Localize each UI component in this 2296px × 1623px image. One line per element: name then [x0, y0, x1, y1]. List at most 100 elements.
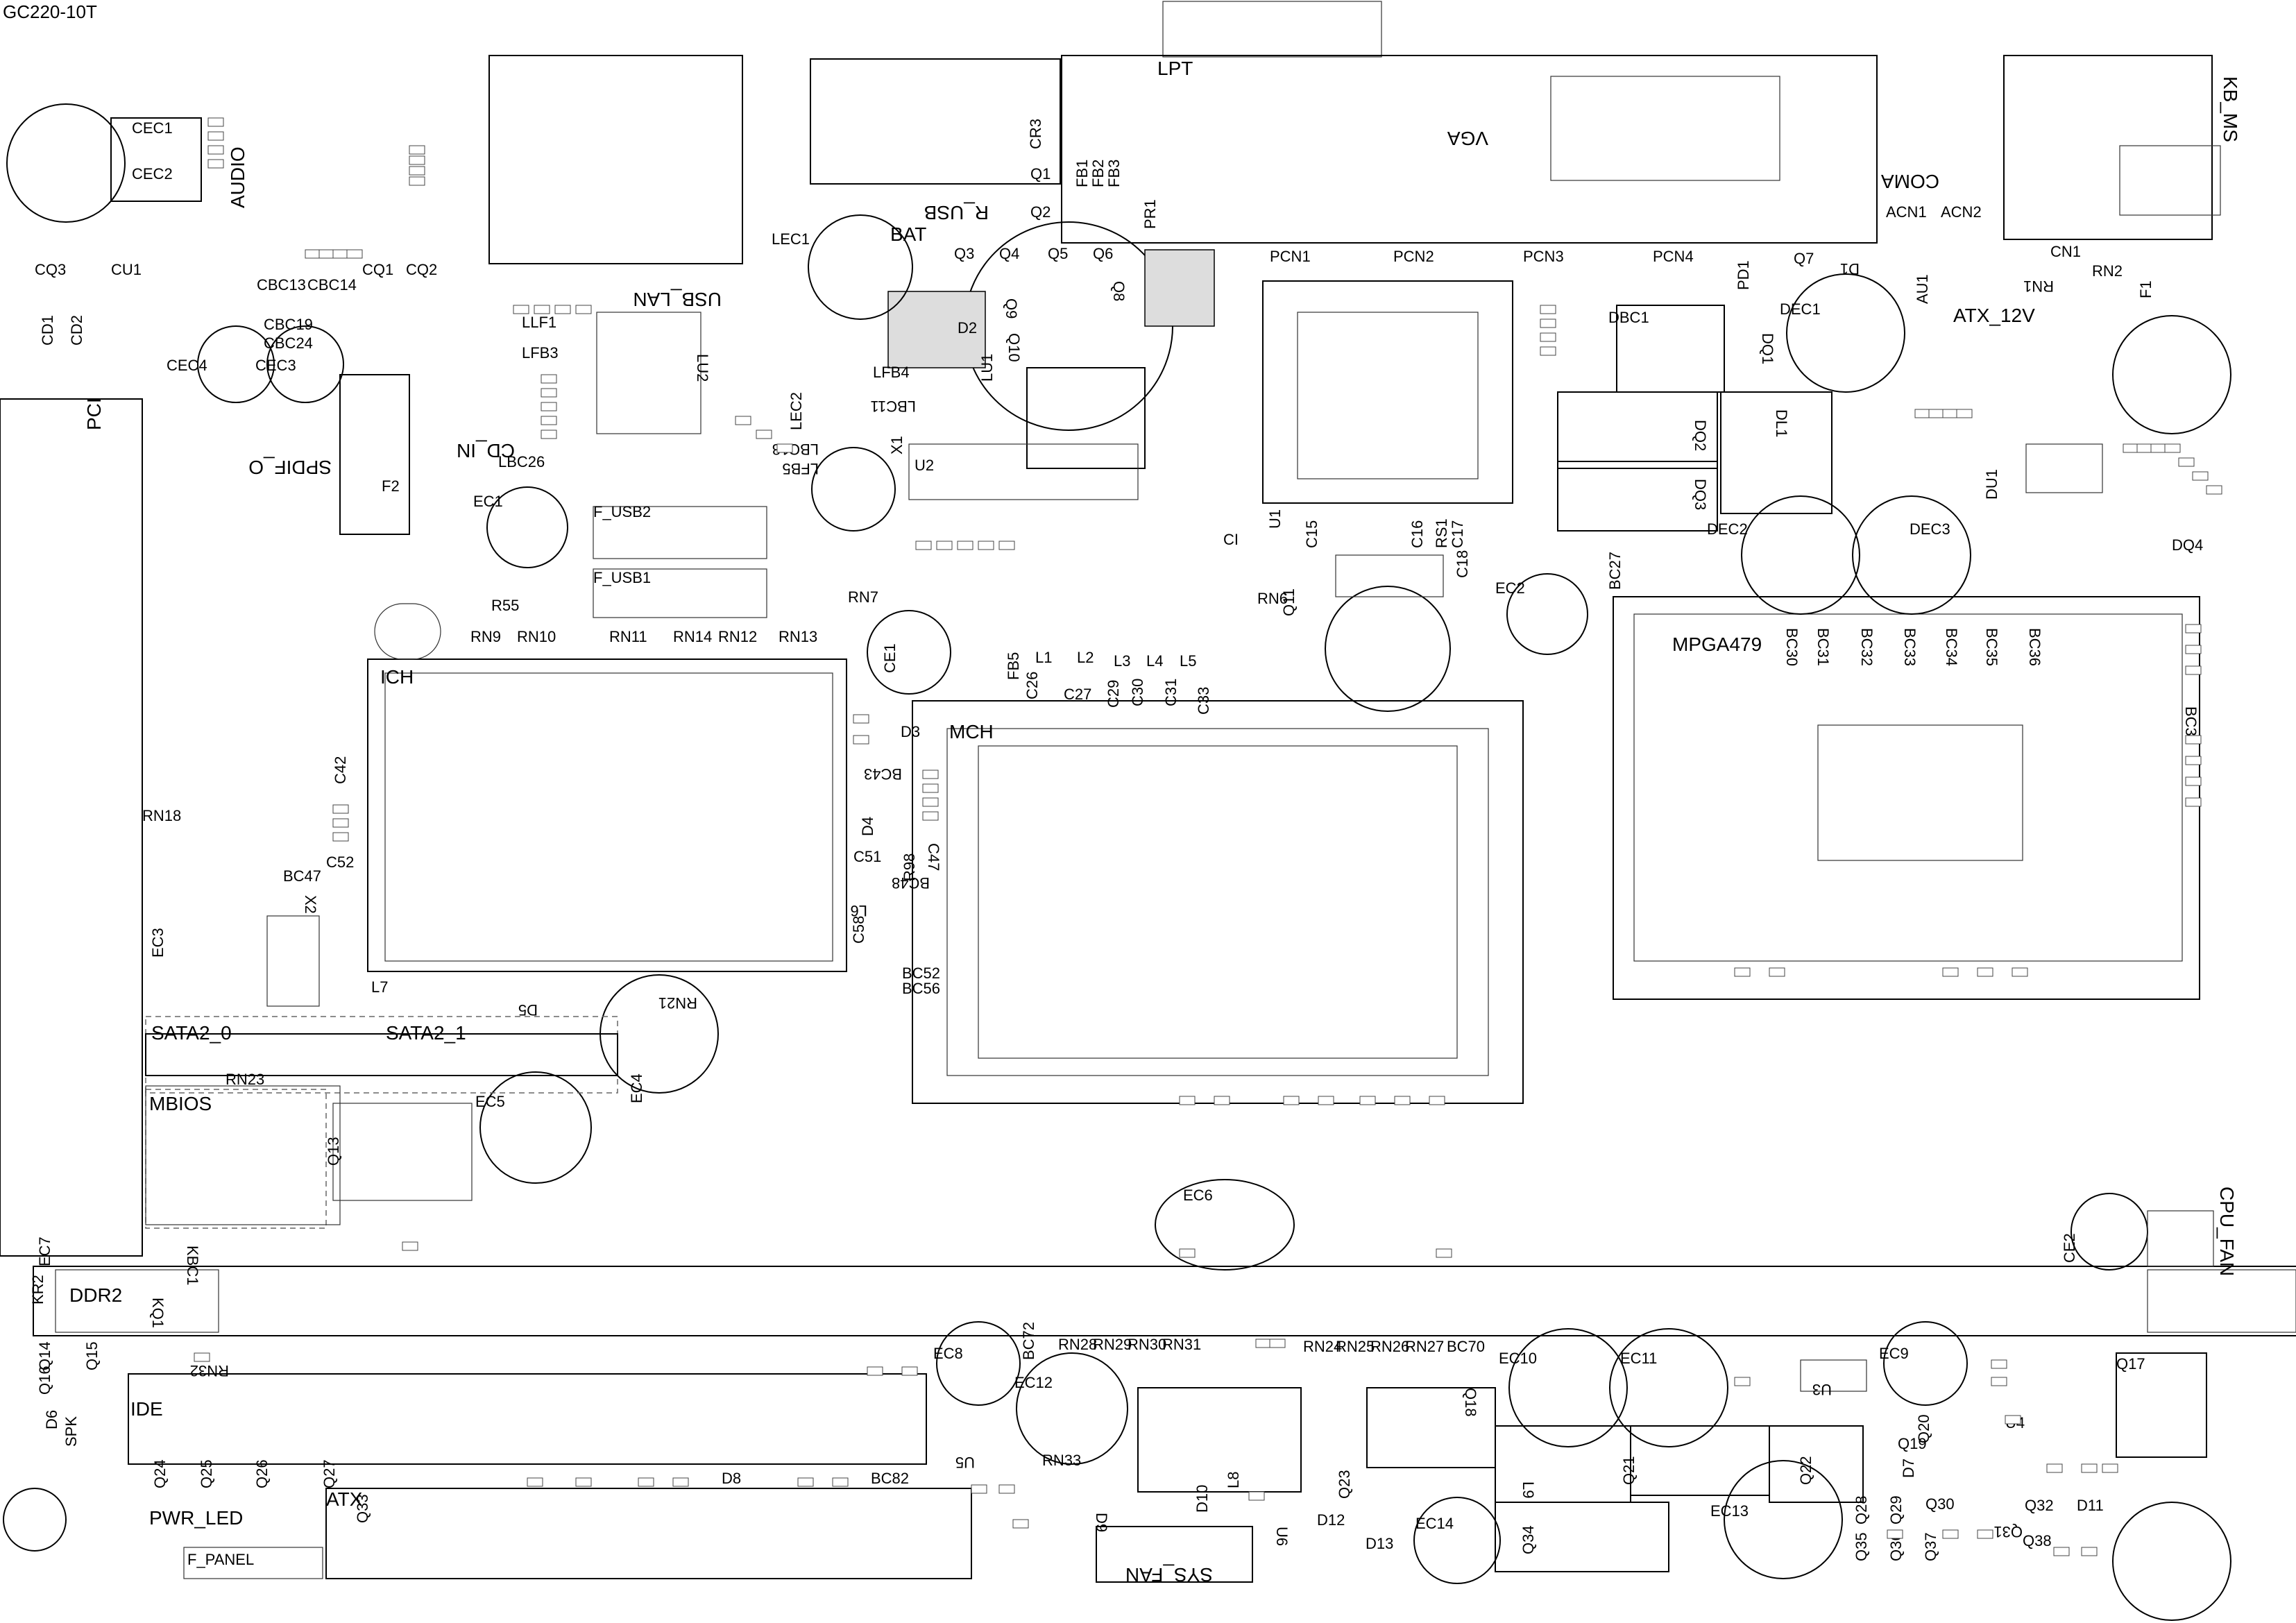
component-label-u6: U6: [1273, 1527, 1291, 1546]
component-label-dec3: DEC3: [1910, 520, 1950, 538]
smd-pad: [541, 374, 557, 384]
component-label-q7: Q7: [1794, 250, 1814, 267]
component-label-f-panel: F_PANEL: [187, 1551, 254, 1568]
component-label-c52: C52: [326, 853, 354, 871]
component-label-q13: Q13: [325, 1137, 342, 1166]
component-label-rn9: RN9: [470, 628, 501, 645]
component-label-l6: L6: [851, 902, 867, 919]
component-label-ce1: CE1: [881, 643, 899, 673]
component-label-bc27: BC27: [1606, 552, 1624, 590]
smd-pad: [1977, 1529, 1993, 1539]
component-label-cec2: CEC2: [132, 165, 173, 182]
component-label-rn13: RN13: [779, 628, 817, 645]
component-label-rn25: RN25: [1336, 1338, 1375, 1355]
du1-outline: [2025, 443, 2103, 493]
connector-label-sata2-0: SATA2_0: [151, 1022, 232, 1044]
component-label-rn31: RN31: [1162, 1336, 1201, 1353]
connector-label-pci: PCI: [83, 398, 105, 430]
smd-pad: [2178, 457, 2195, 467]
smd-pad: [554, 305, 571, 314]
component-label-cbc24: CBC24: [264, 334, 313, 352]
component-label-pcn1: PCN1: [1270, 248, 1311, 265]
mbios-chip: [145, 1085, 341, 1225]
smd-pad: [1734, 967, 1751, 977]
smd-pad: [735, 416, 751, 425]
component-label-q25: Q25: [198, 1459, 215, 1488]
component-label-kr2: KR2: [29, 1275, 46, 1305]
component-label-d10: D10: [1193, 1485, 1211, 1513]
smd-pad: [1914, 409, 1931, 418]
component-label-au1: AU1: [1914, 274, 1931, 304]
component-label-q23: Q23: [1336, 1470, 1353, 1499]
connector-label-sata2-1: SATA2_1: [386, 1022, 466, 1044]
component-label-ec1: EC1: [473, 493, 503, 510]
smd-pad: [194, 1352, 210, 1362]
smd-pad: [1283, 1096, 1300, 1105]
component-label-ec7: EC7: [36, 1237, 53, 1266]
smd-pad: [1255, 1339, 1272, 1348]
smd-pad: [1956, 409, 1973, 418]
component-label-q26: Q26: [253, 1459, 271, 1488]
cec3-outline: [266, 325, 344, 403]
smd-pad: [513, 305, 529, 314]
component-label-q29: Q29: [1887, 1495, 1905, 1524]
smd-pad: [2164, 443, 2181, 453]
smd-pad: [2046, 1463, 2063, 1473]
component-label-l5: L5: [1180, 652, 1196, 670]
dq3-outline: [1557, 461, 1718, 532]
ec2-outline: [1506, 573, 1588, 655]
component-label-rn14: RN14: [673, 628, 712, 645]
component-label-ec12: EC12: [1014, 1374, 1053, 1391]
component-label-d3: D3: [901, 723, 920, 740]
smd-pad: [1991, 1359, 2007, 1369]
dl1-outline: [1720, 391, 1832, 514]
component-label-c18: C18: [1454, 550, 1471, 578]
component-label-du1: DU1: [1983, 469, 2000, 500]
connector-label-cd-in: CD_IN: [457, 440, 515, 461]
x2-outline: [266, 915, 320, 1007]
component-label-ci: CI: [1223, 531, 1239, 548]
smd-pad: [2185, 756, 2202, 765]
component-label-q20: Q20: [1915, 1414, 1932, 1443]
smd-pad: [2012, 967, 2028, 977]
component-label-rn21: RN21: [658, 994, 697, 1012]
component-label-f1: F1: [2137, 280, 2154, 298]
q11-outline: [1335, 554, 1444, 597]
component-label-rn26: RN26: [1370, 1338, 1409, 1355]
connector-label-atx: ATX: [326, 1488, 363, 1510]
component-label-q35: Q35: [1853, 1532, 1870, 1561]
dec2-outline: [1741, 495, 1860, 615]
component-label-lec1: LEC1: [772, 230, 810, 248]
connector-label-pwr-led: PWR_LED: [149, 1507, 243, 1529]
connector-label-atx-12v: ATX_12V: [1953, 305, 2035, 326]
smd-pad: [2185, 776, 2202, 786]
component-label-u2: U2: [915, 457, 934, 474]
component-label-q30: Q30: [1925, 1495, 1955, 1513]
ec8-outline: [936, 1321, 1021, 1406]
component-label-c17: C17: [1449, 520, 1466, 548]
ec12-outline: [1016, 1352, 1128, 1465]
component-label-cec1: CEC1: [132, 119, 173, 137]
component-label-bc52: BC52: [902, 965, 940, 982]
component-label-c16: C16: [1409, 520, 1426, 548]
smd-pad: [797, 1477, 814, 1487]
component-label-dq1: DQ1: [1759, 333, 1776, 364]
r-usb-connector-outline: [810, 58, 1061, 185]
component-label-l3: L3: [1114, 652, 1130, 670]
smd-pad: [409, 155, 425, 165]
component-label-fb1: FB1: [1073, 160, 1091, 187]
smd-pad: [2192, 471, 2209, 481]
ddr2-latch-right: [2147, 1269, 2296, 1333]
component-label-kq1: KQ1: [149, 1298, 167, 1328]
component-label-rn1: RN1: [2023, 278, 2054, 295]
component-label-bc48: BC48: [892, 874, 930, 892]
component-label-f2: F2: [382, 477, 400, 495]
component-label-q31: Q31: [1993, 1523, 2023, 1540]
component-label-rn32: RN32: [190, 1362, 229, 1379]
smd-pad: [915, 541, 932, 550]
smd-pad: [409, 145, 425, 155]
component-label-cn1: CN1: [2050, 243, 2081, 260]
component-label-acn1: ACN1: [1886, 203, 1927, 221]
component-label-u5: U5: [955, 1454, 975, 1471]
